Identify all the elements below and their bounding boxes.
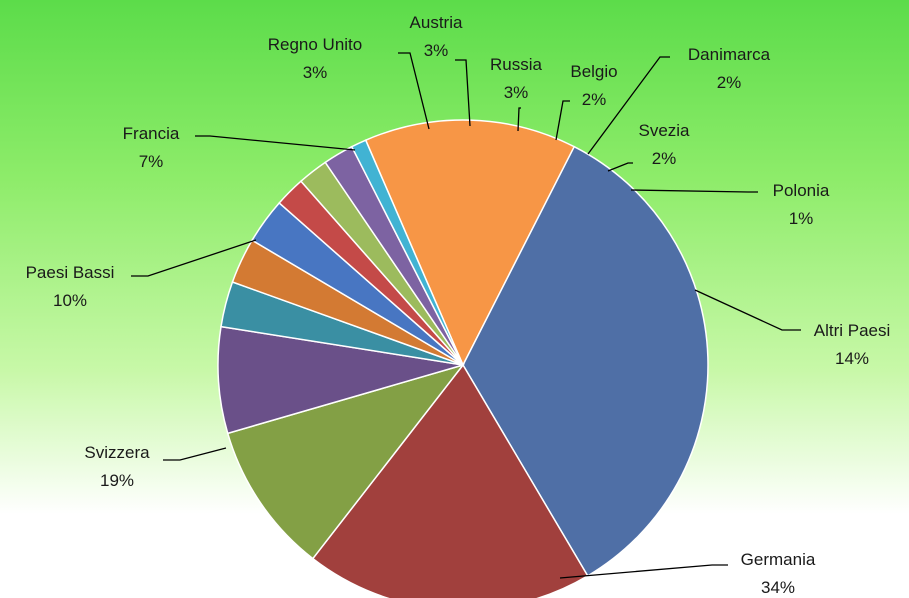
slice-percent-regno-unito: 3% (303, 63, 328, 82)
leader-line-austria (455, 59, 471, 127)
slice-percent-danimarca: 2% (717, 73, 742, 92)
slice-label-svezia: Svezia (638, 121, 690, 140)
slice-label-austria: Austria (410, 13, 463, 32)
slice-percent-germania: 34% (761, 578, 795, 597)
slice-percent-francia: 7% (139, 152, 164, 171)
leader-line-svezia (607, 162, 633, 172)
slice-label-belgio: Belgio (570, 62, 617, 81)
slice-label-paesi-bassi: Paesi Bassi (26, 263, 115, 282)
slice-label-svizzera: Svizzera (84, 443, 150, 462)
slice-percent-belgio: 2% (582, 90, 607, 109)
leader-line-svizzera (163, 447, 227, 461)
leader-line-altri-paesi (694, 289, 801, 331)
slice-label-russia: Russia (490, 55, 543, 74)
slice-percent-paesi-bassi: 10% (53, 291, 87, 310)
slice-label-regno-unito: Regno Unito (268, 35, 363, 54)
leader-line-danimarca (587, 56, 670, 155)
slice-percent-austria: 3% (424, 41, 449, 60)
leader-line-belgio (555, 100, 570, 141)
pie-slice-paesi-bassi (226, 363, 466, 560)
slice-percent-altri-paesi: 14% (835, 349, 869, 368)
slice-percent-russia: 3% (504, 83, 529, 102)
pie-slice-francia (217, 325, 464, 435)
leader-line-regno-unito (398, 52, 430, 130)
pie-slice-altri-paesi (364, 119, 576, 367)
slice-label-germania: Germania (741, 550, 816, 569)
pie-slice-germania (462, 145, 709, 577)
leader-line-germania (559, 564, 728, 579)
pie-slice-svizzera (311, 363, 589, 598)
leader-line-polonia (630, 189, 758, 193)
slice-label-francia: Francia (123, 124, 180, 143)
slice-percent-svizzera: 19% (100, 471, 134, 490)
slice-percent-polonia: 1% (789, 209, 814, 228)
leader-line-russia (517, 107, 521, 132)
slice-percent-svezia: 2% (652, 149, 677, 168)
pie-slice-polonia (350, 139, 464, 366)
slice-label-danimarca: Danimarca (688, 45, 771, 64)
leader-line-francia (195, 135, 356, 151)
slice-label-polonia: Polonia (773, 181, 830, 200)
slice-label-altri-paesi: Altri Paesi (814, 321, 891, 340)
leader-line-paesi-bassi (131, 239, 257, 277)
